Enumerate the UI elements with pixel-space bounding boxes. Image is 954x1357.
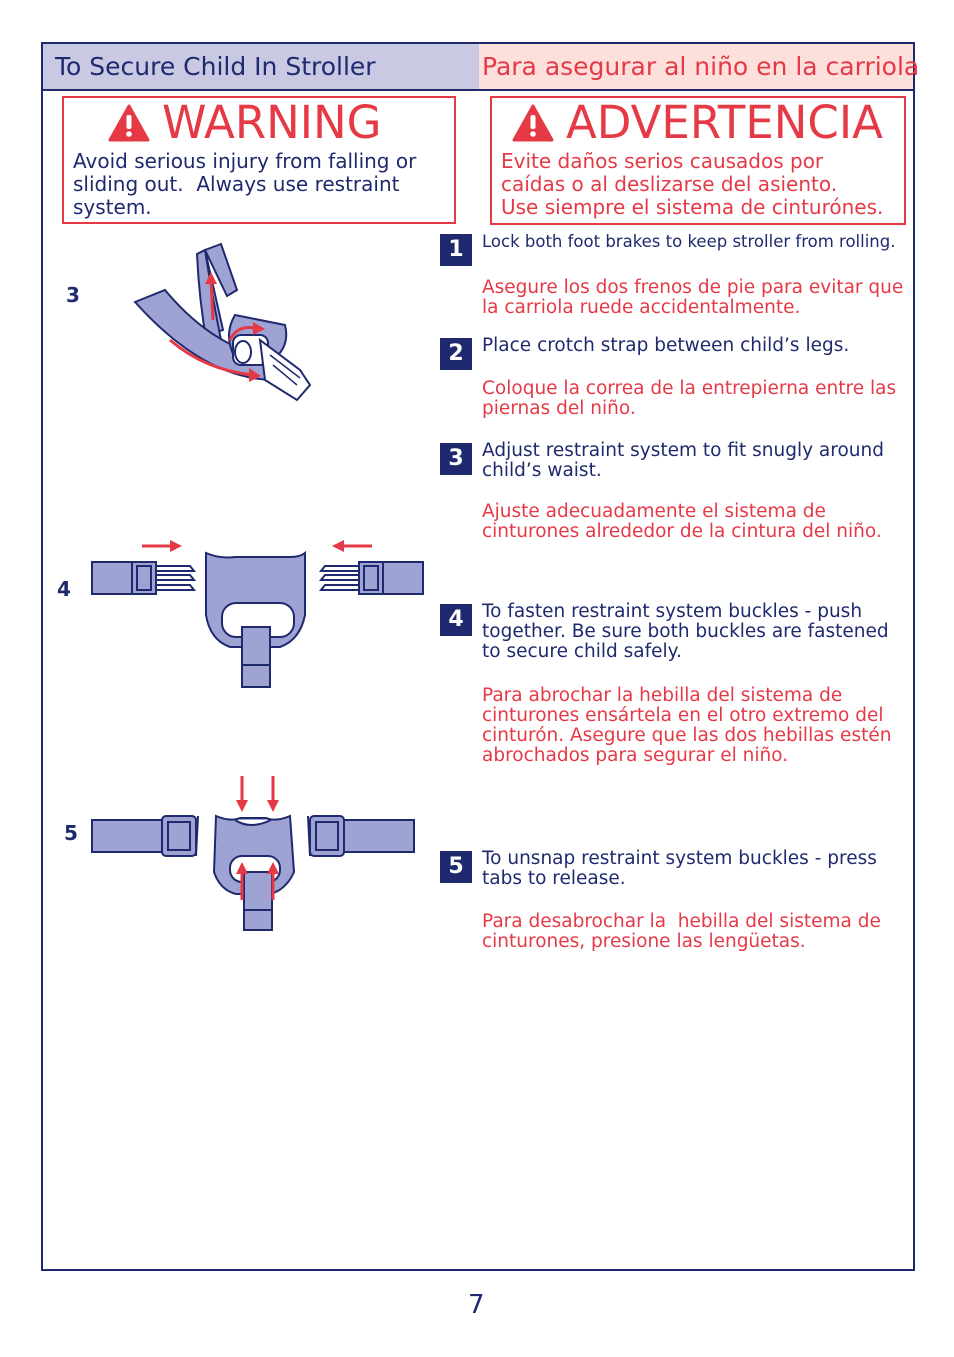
figure-3-label: 3 xyxy=(66,283,80,307)
figure-5-label: 5 xyxy=(64,821,78,845)
step-text-english: To fasten restraint system buckles - pus… xyxy=(482,601,889,662)
warning-box-english: WARNING Avoid serious injury from fallin… xyxy=(62,96,456,224)
figure-4-label: 4 xyxy=(57,577,71,601)
step-number: 4 xyxy=(440,604,472,636)
step-text-english: To unsnap restraint system buckles - pre… xyxy=(482,848,877,889)
step-text-spanish: Ajuste adecuadamente el sistema de cintu… xyxy=(482,501,882,542)
step-number: 1 xyxy=(440,234,472,266)
warning-triangle-icon xyxy=(108,104,150,141)
header-spanish: Para asegurar al niño en la carriola xyxy=(479,44,919,90)
header-english: To Secure Child In Stroller xyxy=(43,44,479,90)
step-text-spanish: Para abrochar la hebilla del sistema de … xyxy=(482,685,892,766)
step-text-spanish: Coloque la correa de la entrepierna entr… xyxy=(482,378,897,419)
header-spanish-title: Para asegurar al niño en la carriola xyxy=(482,52,920,81)
figure-5-release-buckle-illustration xyxy=(91,776,415,931)
advertencia-text: Evite daños serios causados por caídas o… xyxy=(501,149,884,219)
warning-text: Avoid serious injury from falling or sli… xyxy=(73,149,417,219)
step-number: 2 xyxy=(440,338,472,370)
advertencia-title: ADVERTENCIA xyxy=(566,96,883,149)
header-english-title: To Secure Child In Stroller xyxy=(55,52,376,81)
header-divider xyxy=(43,89,913,91)
step-text-english: Lock both foot brakes to keep stroller f… xyxy=(482,232,896,251)
step-text-english: Adjust restraint system to fit snugly ar… xyxy=(482,440,884,481)
advertencia-heading: ADVERTENCIA xyxy=(512,100,883,145)
step-text-english: Place crotch strap between child’s legs. xyxy=(482,335,850,356)
step-number: 3 xyxy=(440,443,472,475)
warning-box-spanish: ADVERTENCIA Evite daños serios causados … xyxy=(490,96,906,225)
step-text-spanish: Para desabrochar la hebilla del sistema … xyxy=(482,911,881,952)
warning-triangle-icon xyxy=(512,104,554,141)
page-number: 7 xyxy=(468,1290,485,1320)
step-number: 5 xyxy=(440,851,472,883)
figure-3-strap-adjust-illustration xyxy=(133,242,312,402)
figure-4-fasten-buckle-illustration xyxy=(91,540,424,688)
page-frame xyxy=(41,42,915,1271)
warning-heading: WARNING xyxy=(108,100,382,145)
step-text-spanish: Asegure los dos frenos de pie para evita… xyxy=(482,277,904,318)
warning-title: WARNING xyxy=(162,96,382,149)
